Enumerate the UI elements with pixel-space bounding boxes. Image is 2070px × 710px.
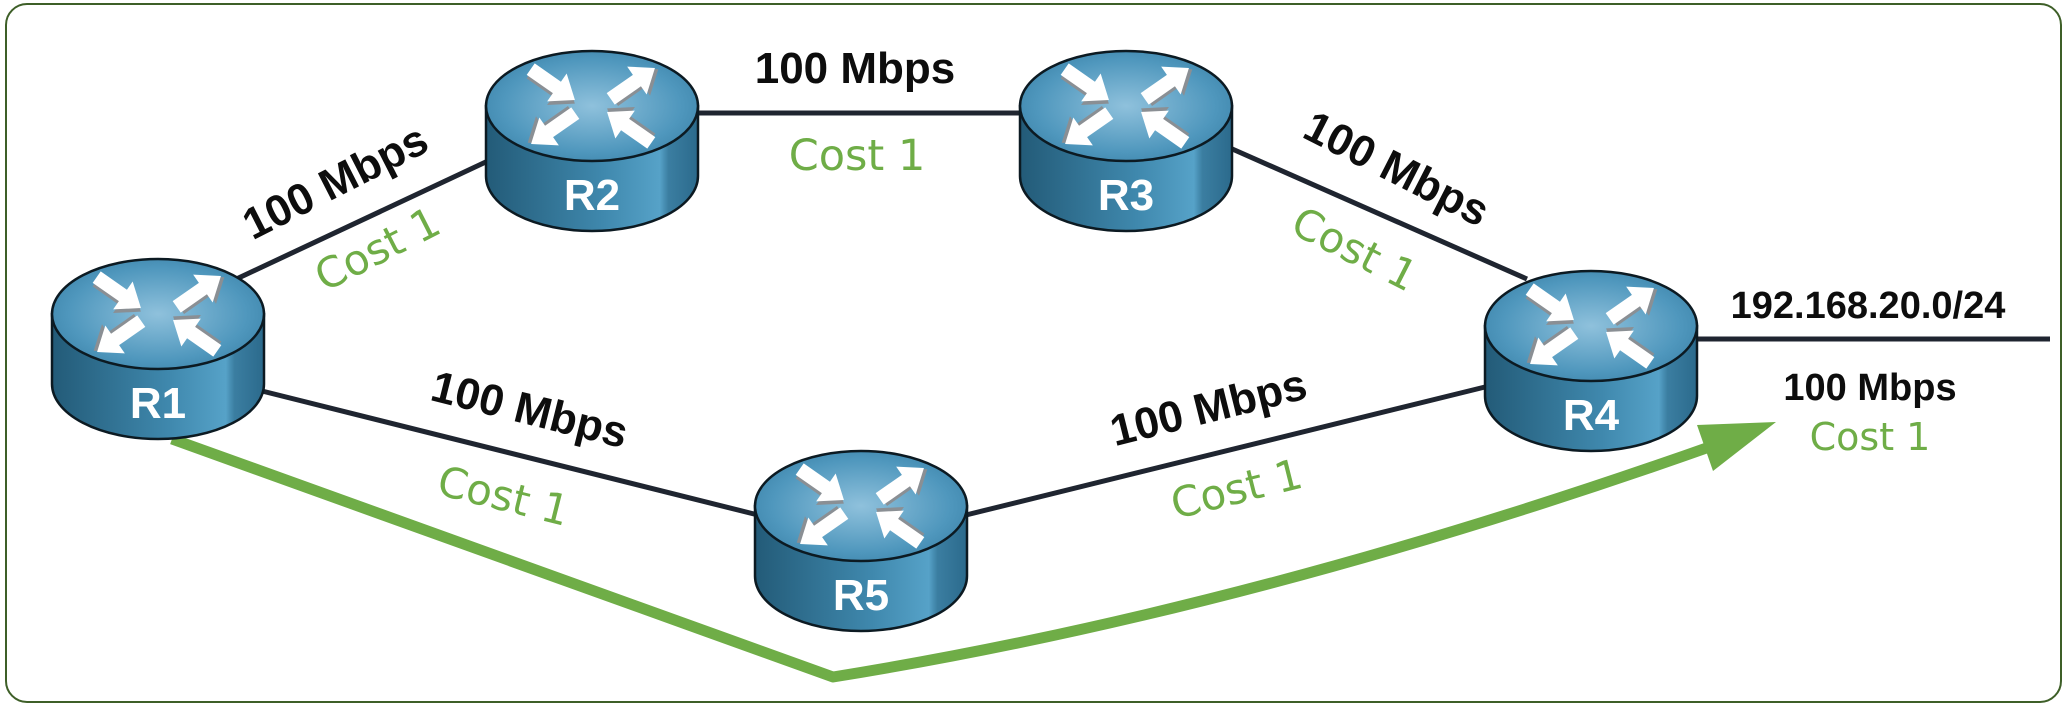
router-arrows-icon bbox=[1060, 63, 1193, 149]
arrow-out-icon bbox=[527, 106, 580, 146]
arrow-out-icon bbox=[172, 274, 225, 314]
router-arrows-icon bbox=[795, 463, 928, 549]
arrow-in-icon bbox=[526, 63, 575, 105]
router-r2[interactable]: R2 bbox=[484, 49, 700, 233]
arrow-in-icon bbox=[1606, 327, 1655, 369]
router-top bbox=[484, 49, 700, 163]
stub-subnet-label: 192.168.20.0/24 bbox=[1731, 285, 2006, 327]
arrow-in-icon bbox=[92, 271, 141, 313]
link-r1-r5-bandwidth: 100 Mbps bbox=[426, 362, 632, 458]
router-top bbox=[753, 449, 969, 563]
router-top bbox=[1483, 269, 1699, 383]
link-r1-r2 bbox=[228, 157, 492, 285]
router-top bbox=[50, 257, 266, 371]
arrow-in-icon bbox=[607, 107, 656, 149]
router-r5[interactable]: R5 bbox=[753, 449, 969, 633]
router-top bbox=[1018, 49, 1234, 163]
arrow-out-icon bbox=[875, 466, 928, 506]
router-r3[interactable]: R3 bbox=[1018, 49, 1234, 233]
router-r1[interactable]: R1 bbox=[50, 257, 266, 441]
path-arrowhead bbox=[1697, 422, 1776, 471]
diagram-frame bbox=[5, 3, 2062, 703]
arrow-out-icon bbox=[606, 66, 659, 106]
arrow-out-icon bbox=[1605, 286, 1658, 326]
link-r3-r4-cost: Cost 1 bbox=[1284, 197, 1425, 301]
link-r2-r3-bandwidth: 100 Mbps bbox=[755, 44, 956, 93]
router-name-label: R3 bbox=[1098, 171, 1154, 220]
router-arrows-icon bbox=[92, 271, 225, 357]
link-r5-r4 bbox=[965, 384, 1486, 518]
router-name-label: R5 bbox=[833, 571, 889, 620]
router-name-label: R2 bbox=[564, 171, 620, 220]
stub-cost-label: Cost 1 bbox=[1810, 415, 1931, 459]
arrow-in-icon bbox=[1141, 107, 1190, 149]
arrow-in-icon bbox=[1525, 283, 1574, 325]
links-layer bbox=[228, 110, 2050, 518]
router-arrows-icon bbox=[526, 63, 659, 149]
link-r1-r5-cost: Cost 1 bbox=[433, 456, 574, 536]
path-line bbox=[170, 433, 1717, 683]
router-name-label: R4 bbox=[1563, 391, 1620, 440]
highlighted-path bbox=[170, 422, 1776, 683]
arrow-out-icon bbox=[93, 314, 146, 354]
link-r1-r5 bbox=[261, 388, 759, 518]
arrow-in-icon bbox=[1060, 63, 1109, 105]
arrow-out-icon bbox=[1061, 106, 1114, 146]
link-r2-r3-cost: Cost 1 bbox=[789, 131, 926, 181]
arrow-out-icon bbox=[796, 506, 849, 546]
router-arrows-icon bbox=[1525, 283, 1658, 369]
link-r5-r4-bandwidth: 100 Mbps bbox=[1105, 360, 1311, 456]
arrow-out-icon bbox=[1526, 326, 1579, 366]
router-r4[interactable]: R4 bbox=[1483, 269, 1699, 453]
arrow-in-icon bbox=[795, 463, 844, 505]
arrow-in-icon bbox=[876, 507, 925, 549]
link-r3-r4 bbox=[1228, 145, 1529, 282]
router-name-label: R1 bbox=[130, 379, 186, 428]
stub-bandwidth-label: 100 Mbps bbox=[1783, 367, 1956, 409]
arrow-out-icon bbox=[1140, 66, 1193, 106]
arrow-in-icon bbox=[173, 315, 222, 357]
